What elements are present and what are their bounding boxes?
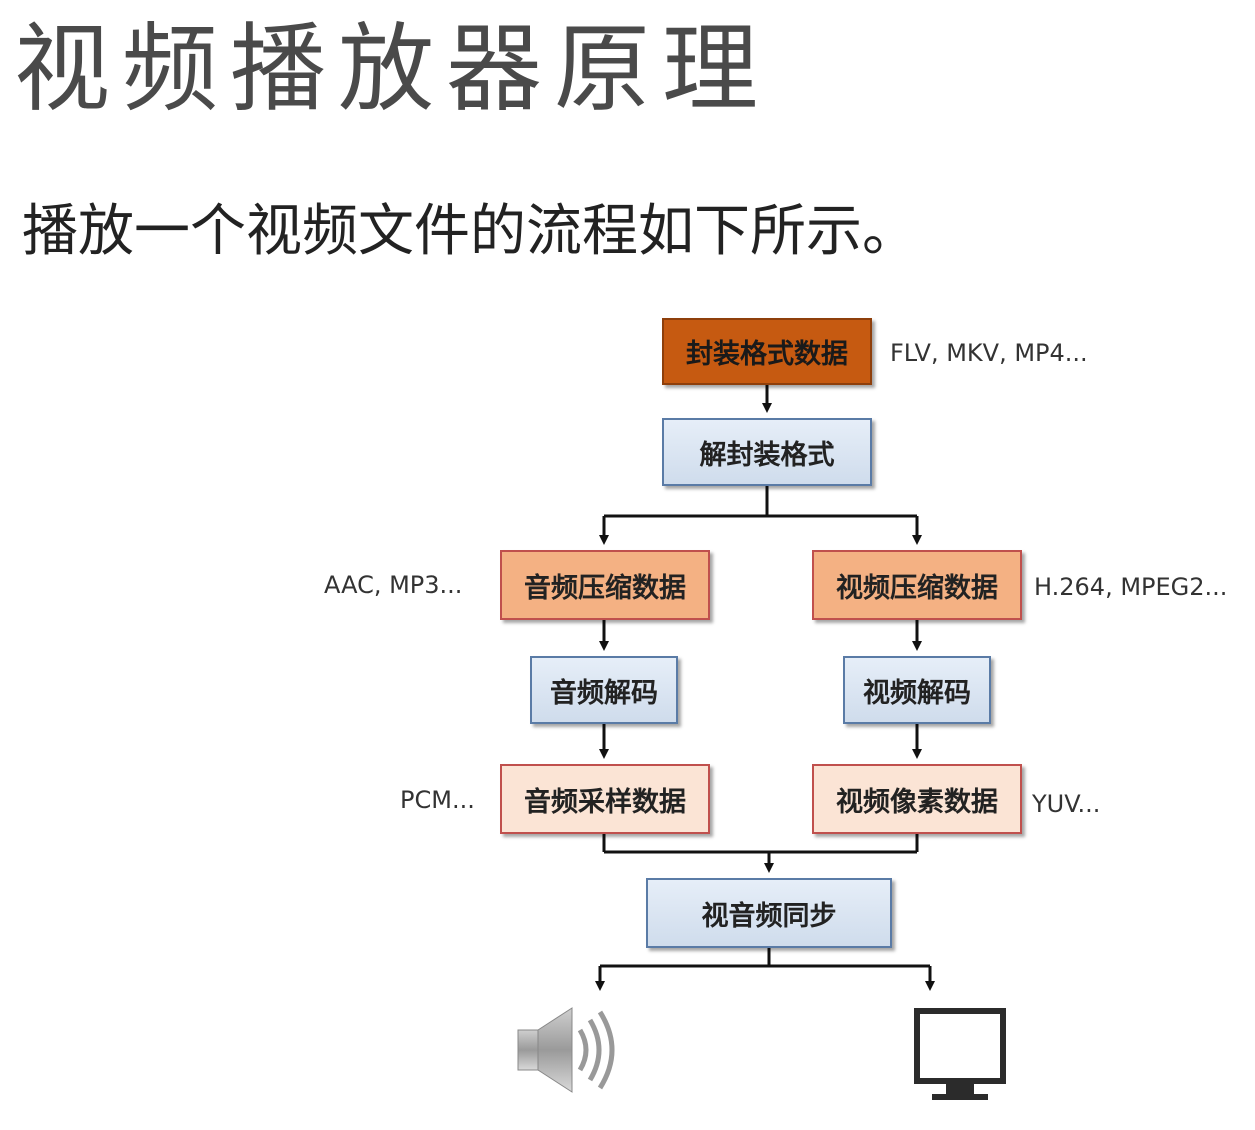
label-audio-codecs: AAC, MP3...: [324, 571, 463, 599]
speaker-icon: [517, 1007, 615, 1093]
node-demux: 解封装格式: [662, 418, 872, 486]
page-subtitle: 播放一个视频文件的流程如下所示。: [22, 199, 918, 264]
node-video-compressed: 视频压缩数据: [812, 550, 1022, 620]
monitor-icon: [914, 1008, 1006, 1100]
node-av-sync: 视音频同步: [646, 878, 892, 948]
label-audio-raw-formats: PCM...: [400, 786, 475, 814]
label-video-codecs: H.264, MPEG2...: [1034, 573, 1228, 601]
node-container-data: 封装格式数据: [662, 318, 872, 385]
node-audio-raw: 音频采样数据: [500, 764, 710, 834]
label-video-raw-formats: YUV...: [1032, 790, 1101, 818]
node-audio-compressed: 音频压缩数据: [500, 550, 710, 620]
node-audio-decode: 音频解码: [530, 656, 678, 724]
label-container-formats: FLV, MKV, MP4...: [890, 339, 1088, 367]
node-video-raw: 视频像素数据: [812, 764, 1022, 834]
page-title: 视频播放器原理: [14, 13, 770, 125]
node-video-decode: 视频解码: [843, 656, 991, 724]
